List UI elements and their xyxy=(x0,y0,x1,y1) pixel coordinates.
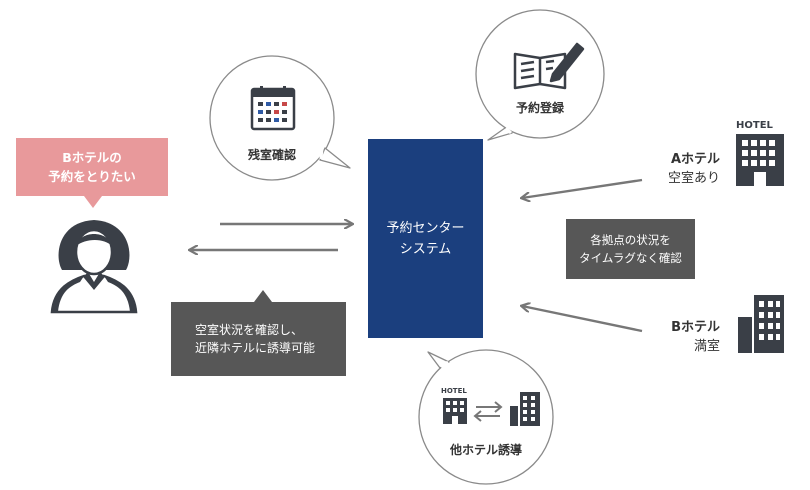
redirect-hotel-label: 他ホテル誘導 xyxy=(449,443,522,457)
hotel-a-sign: HOTEL xyxy=(736,120,773,131)
note-right-line1: 各拠点の状況を xyxy=(590,233,671,247)
hotel-a-status: 空室あり xyxy=(667,171,720,186)
hotel-building-icon xyxy=(736,134,784,186)
user-request-line1: Bホテルの xyxy=(62,150,122,165)
user-request-callout: Bホテルの 予約をとりたい xyxy=(16,138,168,196)
note-right-line2: タイムラグなく確認 xyxy=(579,251,682,265)
register-booking-label: 予約登録 xyxy=(515,101,564,115)
system-line2: システム xyxy=(399,241,452,257)
small-hotel-icon xyxy=(443,398,467,424)
arrow-hotel-b xyxy=(522,306,643,333)
note-left-tail xyxy=(254,290,272,302)
arrow-hotel-a xyxy=(522,178,643,198)
note-left-line2: 近隣ホテルに誘導可能 xyxy=(195,341,316,355)
user-avatar-icon xyxy=(50,220,138,314)
office-building-icon xyxy=(738,295,784,353)
user-request-callout-tail xyxy=(84,196,102,208)
hotel-b-name: Bホテル xyxy=(671,320,720,335)
hotel-b-label: Bホテル 満室 xyxy=(640,318,720,356)
check-availability-label: 残室確認 xyxy=(247,148,296,162)
reservation-center-system: 予約センター システム xyxy=(368,139,483,338)
note-left-line1: 空室状況を確認し、 xyxy=(195,323,304,337)
hotel-b-status: 満室 xyxy=(693,339,720,354)
system-line1: 予約センター xyxy=(386,220,465,236)
exchange-arrows-icon xyxy=(473,401,503,422)
note-right: 各拠点の状況を タイムラグなく確認 xyxy=(566,219,695,279)
note-left: 空室状況を確認し、 近隣ホテルに誘導可能 xyxy=(171,302,346,376)
user-request-line2: 予約をとりたい xyxy=(48,169,136,184)
hotel-a-label: Aホテル 空室あり xyxy=(640,150,720,188)
book-pen-icon xyxy=(513,42,585,90)
hotel-a-name: Aホテル xyxy=(670,152,720,167)
small-building-icon xyxy=(510,392,540,426)
calendar-icon xyxy=(250,86,296,131)
small-hotel-sign: HOTEL xyxy=(441,387,467,395)
